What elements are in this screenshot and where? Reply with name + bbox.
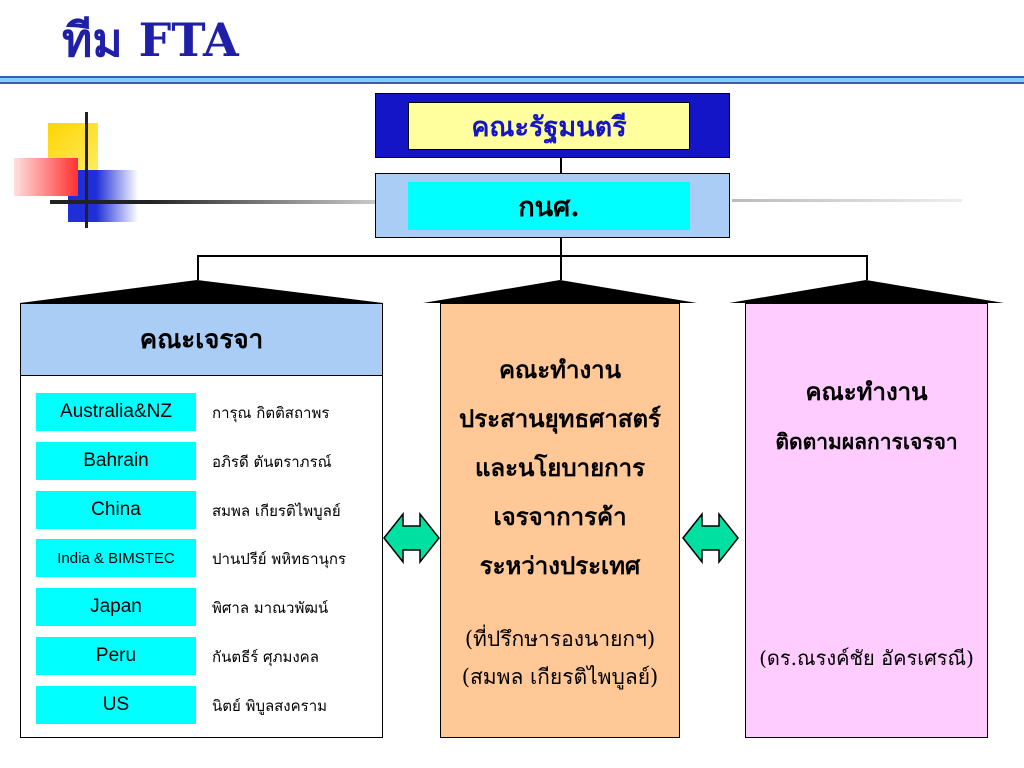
negotiator-name: กันตธีร์ ศุภมงคล	[212, 647, 319, 666]
slide-title: ทีม FTA	[62, 13, 239, 67]
connector-right-drop	[866, 255, 868, 280]
decor-blue-square	[68, 170, 138, 222]
negotiator-name: ปานปรีย์ พหิทธานุกร	[212, 550, 346, 569]
roof-monitoring	[729, 280, 1004, 303]
country-label: Peru	[36, 636, 196, 675]
roof-strategy	[423, 280, 697, 303]
negotiator-name: สมพล เกียรติไพบูลย์	[212, 501, 341, 520]
decor-horizontal-line-right	[732, 199, 962, 202]
list-item: US นิตย์ พิบูลสงคราม	[36, 685, 376, 735]
strategy-line: และนโยบายการ	[474, 453, 646, 482]
country-label: China	[36, 490, 196, 529]
negotiation-heading: คณะเจรจา	[20, 303, 383, 376]
negotiator-name: พิศาล มาณวพัฒน์	[212, 599, 329, 618]
connector-horizontal	[197, 255, 867, 257]
negotiator-name: การุณ กิตติสถาพร	[212, 404, 330, 422]
connector-cabinet-committee	[560, 158, 562, 173]
strategy-note: (ที่ปรึกษารองนายกฯ) (สมพล เกียรติไพบูลย์…	[440, 620, 680, 696]
negotiator-name: นิตย์ พิบูลสงคราม	[212, 696, 328, 715]
monitoring-subheading: ติดตามผลการเจรจา	[775, 429, 958, 454]
negotiator-name: อภิรดี ตันตราภรณ์	[212, 452, 332, 471]
cabinet-label: คณะรัฐมนตรี	[408, 102, 690, 150]
double-arrow-right	[682, 511, 739, 565]
committee-label: กนศ.	[408, 182, 690, 230]
strategy-note-line: (สมพล เกียรติไพบูลย์)	[461, 665, 659, 689]
strategy-note-line: (ที่ปรึกษารองนายกฯ)	[464, 627, 656, 651]
connector-committee-down	[560, 238, 562, 280]
strategy-heading: คณะทำงาน ประสานยุทธศาสตร์ และนโยบายการ เ…	[440, 345, 680, 590]
decor-horizontal-line	[50, 200, 380, 204]
roof-negotiation	[20, 280, 383, 303]
country-label: Australia&NZ	[36, 393, 196, 431]
decor-red-square	[14, 158, 78, 196]
strategy-line: ระหว่างประเทศ	[479, 551, 641, 580]
connector-left-drop	[197, 255, 199, 280]
strategy-line: เจรจาการค้า	[493, 502, 627, 531]
strategy-line: คณะทำงาน	[498, 355, 622, 384]
monitoring-note: (ดร.ณรงค์ชัย อัครเศรณี)	[759, 646, 974, 670]
country-label: India & BIMSTEC	[36, 539, 196, 578]
list-item: Bahrain อภิรดี ตันตราภรณ์	[36, 441, 376, 491]
negotiation-list: Australia&NZ การุณ กิตติสถาพร Bahrain อภ…	[36, 393, 376, 735]
monitoring-heading: คณะทำงาน	[805, 377, 928, 406]
country-label: Japan	[36, 588, 196, 627]
double-arrow-left	[383, 511, 440, 565]
monitoring-panel	[745, 303, 988, 738]
decor-vertical-line	[85, 112, 88, 228]
list-item: China สมพล เกียรติไพบูลย์	[36, 490, 376, 540]
list-item: Peru กันตธีร์ ศุภมงคล	[36, 636, 376, 686]
country-label: Bahrain	[36, 441, 196, 480]
list-item: Australia&NZ การุณ กิตติสถาพร	[36, 393, 376, 442]
country-label: US	[36, 685, 196, 724]
strategy-line: ประสานยุทธศาสตร์	[459, 404, 661, 433]
list-item: India & BIMSTEC ปานปรีย์ พหิทธานุกร	[36, 539, 376, 588]
strategy-panel	[440, 303, 680, 738]
list-item: Japan พิศาล มาณวพัฒน์	[36, 588, 376, 637]
title-divider-highlight	[0, 78, 1024, 82]
